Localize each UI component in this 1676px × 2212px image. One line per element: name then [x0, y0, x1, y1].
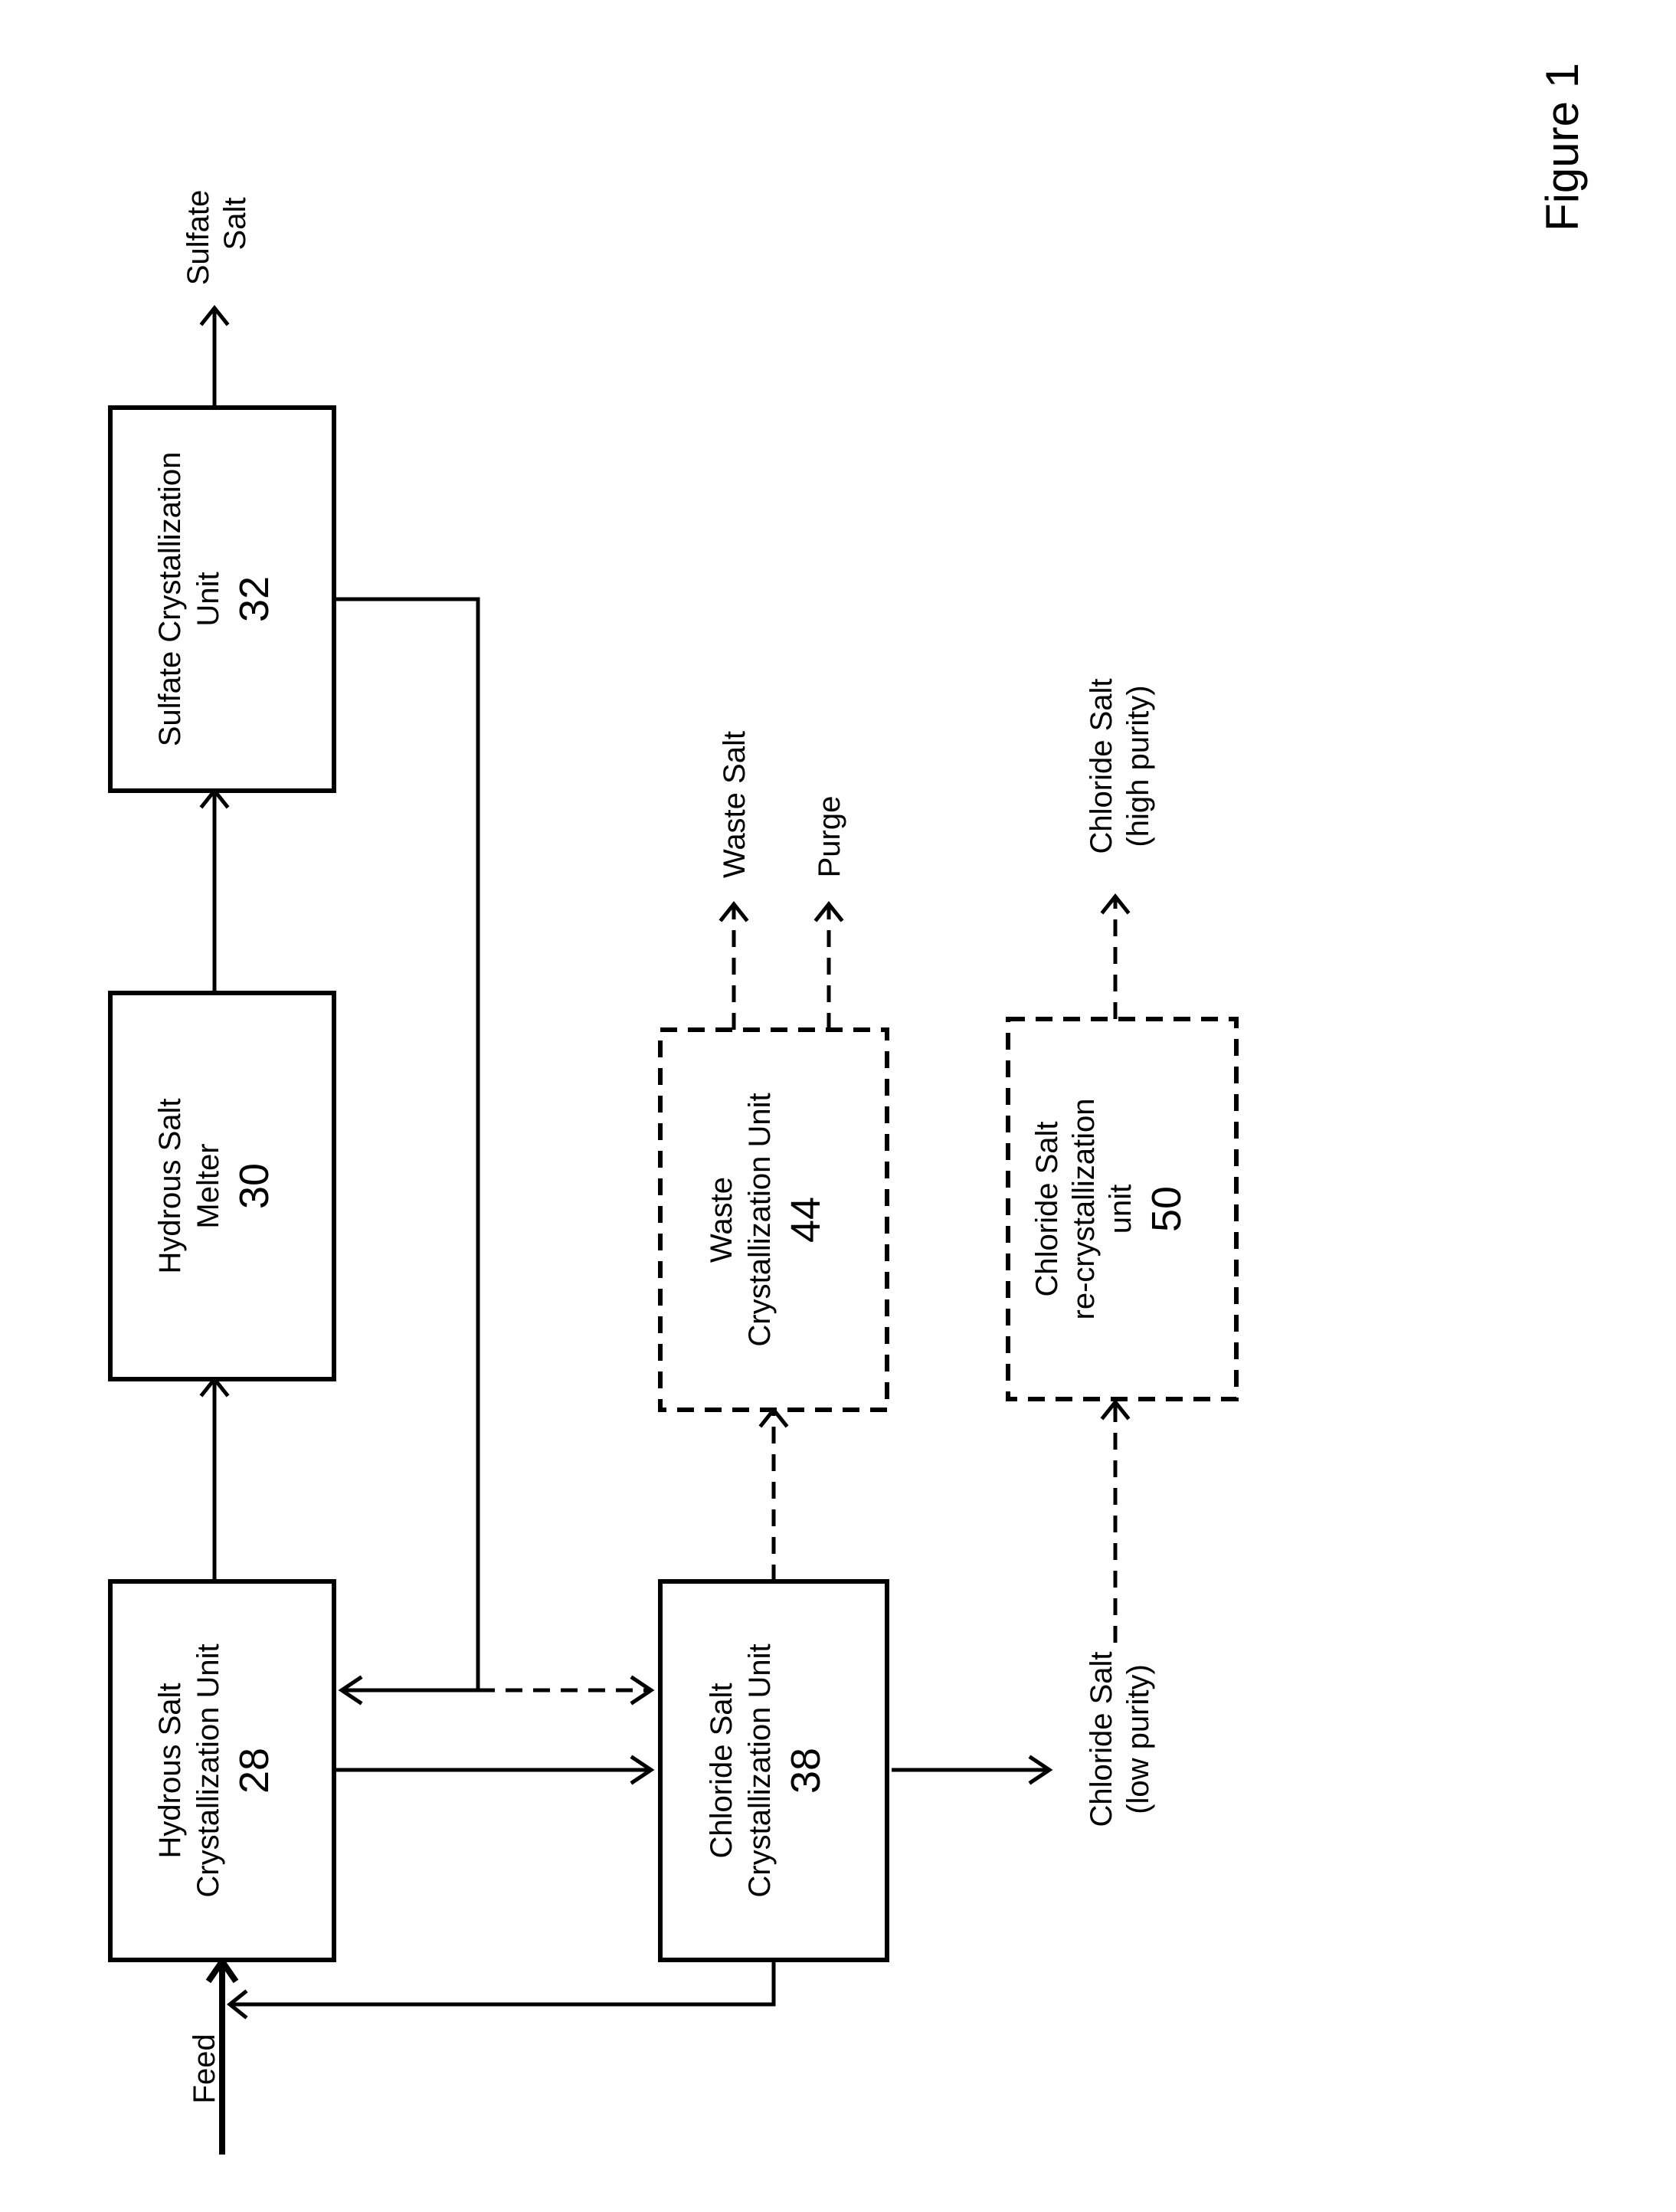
unit-44-name-line1: Waste	[705, 1177, 738, 1263]
hydrous-salt-melter-unit: Hydrous Salt Melter 30	[110, 993, 334, 1379]
sulfate-crystallization-unit: Sulfate Crystallization Unit 32	[110, 408, 334, 791]
unit-32-number: 32	[231, 576, 277, 622]
unit-44-number: 44	[783, 1197, 829, 1243]
purge-label: Purge	[813, 796, 846, 878]
waste-salt-label: Waste Salt	[718, 731, 751, 878]
chloride-high-label-line1: Chloride Salt	[1085, 678, 1118, 854]
sulfate-salt-label-line2: Salt	[218, 198, 252, 251]
unit-30-name-line1: Hydrous Salt	[153, 1099, 187, 1274]
unit-30-name-line2: Melter	[191, 1143, 225, 1228]
unit-38-name-line1: Chloride Salt	[705, 1683, 738, 1858]
chloride-high-label-group: Chloride Salt (high purity)	[1085, 678, 1155, 854]
sulfate-salt-label-group: Sulfate Salt	[182, 190, 252, 286]
dashed-branch-arrowhead	[633, 1678, 651, 1702]
waste-crystallization-unit: Waste Crystallization Unit 44	[660, 1030, 887, 1410]
unit-32-name-line1: Sulfate Crystallization	[153, 452, 187, 747]
sulfate-return-line	[334, 599, 478, 1690]
chloride-salt-recrystallization-unit: Chloride Salt re-crystallization unit 50	[1008, 1019, 1236, 1399]
unit-28-number: 28	[231, 1748, 277, 1794]
unit-28-name-line1: Hydrous Salt	[153, 1683, 187, 1859]
figure-label-group: Figure 1	[1537, 63, 1588, 231]
chloride-recycle-line	[230, 1960, 774, 2004]
feed-label-group: Feed	[188, 2033, 221, 2103]
chloride-low-label-line2: (low purity)	[1121, 1664, 1155, 1814]
unit-50-name-line1: Chloride Salt	[1030, 1121, 1064, 1296]
unit-38-name-line2: Crystallization Unit	[743, 1643, 777, 1897]
unit-28-name-line2: Crystallization Unit	[191, 1643, 225, 1897]
unit-38-number: 38	[783, 1748, 829, 1794]
chloride-low-label-line1: Chloride Salt	[1085, 1651, 1118, 1827]
chloride-low-label-group: Chloride Salt (low purity)	[1085, 1651, 1155, 1827]
unit-30-number: 30	[231, 1163, 277, 1209]
unit-50-name-line2: re-crystallization	[1067, 1099, 1101, 1320]
feed-label: Feed	[188, 2033, 221, 2103]
unit-44-name-line2: Crystallization Unit	[743, 1093, 777, 1346]
unit-50-name-line3: unit	[1104, 1185, 1138, 1234]
unit-50-number: 50	[1144, 1186, 1190, 1232]
chloride-high-label-line2: (high purity)	[1121, 685, 1155, 847]
sulfate-salt-label-line1: Sulfate	[182, 190, 215, 286]
unit-32-name-line2: Unit	[191, 572, 225, 626]
figure-label: Figure 1	[1537, 63, 1588, 231]
hydrous-salt-crystallization-unit: Hydrous Salt Crystallization Unit 28	[110, 1581, 334, 1960]
chloride-salt-crystallization-unit: Chloride Salt Crystallization Unit 38	[660, 1581, 887, 1960]
waste-salt-label-group: Waste Salt	[718, 731, 751, 878]
purge-label-group: Purge	[813, 796, 846, 878]
